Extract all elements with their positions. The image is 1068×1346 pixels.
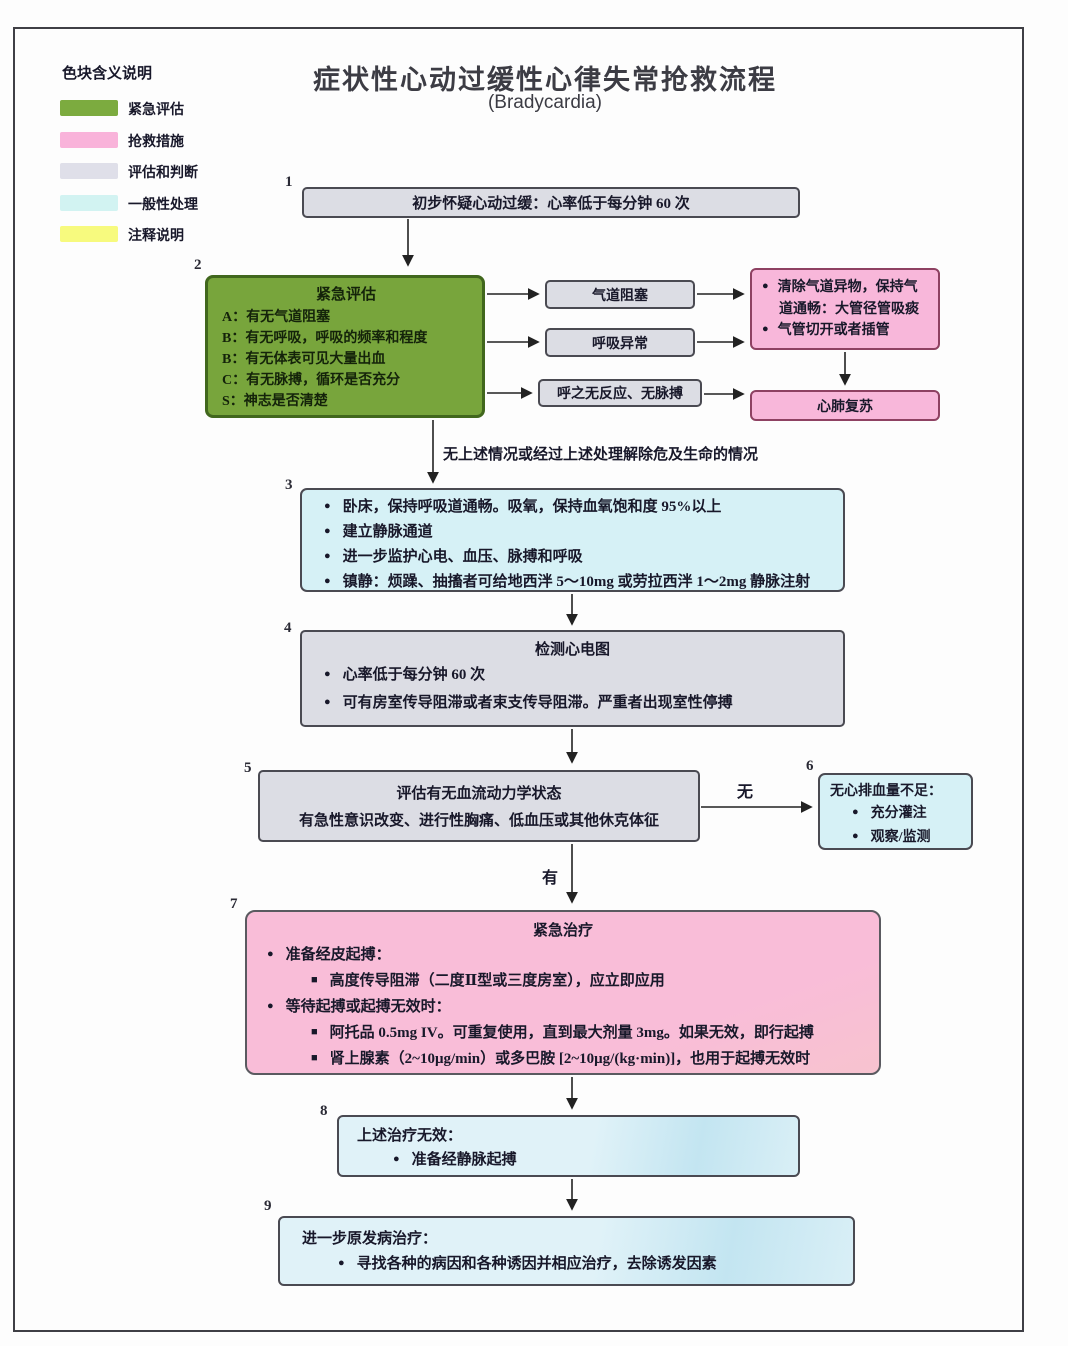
node-airway-obstruction: 气道阻塞 bbox=[545, 280, 695, 309]
abcs-line: C：有无脉搏，循环是否充分 bbox=[222, 373, 401, 388]
node-treatment-ineffective: 上述治疗无效： 准备经静脉起搏 bbox=[337, 1115, 800, 1177]
node-emergency-treatment: 紧急治疗 准备经皮起搏： 高度传导阻滞（二度Ⅱ型或三度房室），应立即应用 等待起… bbox=[245, 910, 881, 1075]
legend-title: 色块含义说明 bbox=[62, 66, 153, 82]
node-hemodynamic-assessment: 评估有无血流动力学状态 有急性意识改变、进行性胸痛、低血压或其他休克体征 bbox=[258, 770, 700, 842]
bullet-item: 建立静脉通道 bbox=[324, 520, 843, 545]
bullet-item: 清除气道异物，保持气道通畅：大管径管吸痰 bbox=[762, 277, 930, 320]
node-general-treatment: 卧床，保持呼吸道通畅。吸氧，保持血氧饱和度 95%以上 建立静脉通道 进一步监护… bbox=[300, 488, 845, 592]
abcs-line: A：有无气道阻塞 bbox=[222, 310, 331, 325]
node-clear-airway: 清除气道异物，保持气道通畅：大管径管吸痰 气管切开或者插管 bbox=[750, 268, 940, 350]
node-abnormal-breathing: 呼吸异常 bbox=[545, 328, 695, 357]
abcs-line: B：有无体表可见大量出血 bbox=[222, 352, 386, 367]
node-ecg-check: 检测心电图 心率低于每分钟 60 次 可有房室传导阻滞或者束支传导阻滞。严重者出… bbox=[300, 630, 845, 727]
abcs-line: S：神志是否清楚 bbox=[222, 394, 328, 409]
node-number-3: 3 bbox=[285, 477, 293, 493]
node-number-9: 9 bbox=[264, 1198, 272, 1214]
node-number-8: 8 bbox=[320, 1103, 328, 1119]
node-no-low-output: 无心排血量不足： 充分灌注 观察/监测 bbox=[818, 773, 973, 850]
legend-swatch-yellow bbox=[60, 226, 118, 242]
bullet-item: 观察/监测 bbox=[852, 826, 971, 850]
node-line: 有急性意识改变、进行性胸痛、低血压或其他休克体征 bbox=[298, 813, 659, 829]
legend-swatch-cyan bbox=[60, 195, 118, 211]
sub-bullet-item: 肾上腺素（2~10μg/min）或多巴胺 [2~10μg/(kg·min)]，也… bbox=[311, 1047, 879, 1073]
bullet-item: 寻找各种的病因和各种诱因并相应治疗，去除诱发因素 bbox=[338, 1252, 853, 1278]
legend-label: 注释说明 bbox=[128, 229, 184, 244]
page-title: 症状性心动过缓性心律失常抢救流程 bbox=[313, 65, 777, 95]
node-cpr: 心肺复苏 bbox=[750, 390, 940, 421]
bullet-item: 等待起搏或起搏无效时： bbox=[267, 995, 879, 1021]
bullet-item: 心率低于每分钟 60 次 bbox=[324, 662, 843, 690]
node-number-1: 1 bbox=[285, 174, 293, 190]
page-border bbox=[13, 27, 1024, 1332]
bullet-item: 准备经皮起搏： bbox=[267, 943, 879, 969]
node-primary-disease-treatment: 进一步原发病治疗： 寻找各种的病因和各种诱因并相应治疗，去除诱发因素 bbox=[278, 1216, 855, 1286]
node-title: 进一步原发病治疗： bbox=[302, 1231, 438, 1247]
legend-label: 评估和判断 bbox=[128, 166, 198, 181]
node-title: 紧急评估 bbox=[315, 287, 376, 303]
node-number-7: 7 bbox=[230, 896, 238, 912]
abcs-line: B：有无呼吸，呼吸的频率和程度 bbox=[222, 331, 428, 346]
page-subtitle: (Bradycardia) bbox=[487, 92, 603, 113]
legend-swatch-gray bbox=[60, 163, 118, 179]
node-no-response-no-pulse: 呼之无反应、无脉搏 bbox=[538, 379, 702, 407]
bullet-item: 进一步监护心电、血压、脉搏和呼吸 bbox=[324, 545, 843, 570]
node-title: 无心排血量不足： bbox=[830, 784, 942, 799]
bullet-item: 气管切开或者插管 bbox=[762, 320, 930, 342]
node-title: 上述治疗无效： bbox=[357, 1128, 463, 1144]
bullet-item: 充分灌注 bbox=[852, 802, 971, 826]
legend-swatch-pink bbox=[60, 132, 118, 148]
edge-label-yes: 有 bbox=[542, 870, 559, 887]
node-number-6: 6 bbox=[806, 758, 814, 774]
node-title: 紧急治疗 bbox=[532, 923, 593, 939]
node-initial-suspicion: 初步怀疑心动过缓：心率低于每分钟 60 次 bbox=[302, 187, 800, 218]
legend-swatch-green bbox=[60, 100, 118, 116]
node-title: 检测心电图 bbox=[534, 642, 610, 658]
edge-label-no: 无 bbox=[737, 784, 754, 801]
bullet-item: 镇静：烦躁、抽搐者可给地西泮 5～10mg 或劳拉西泮 1～2mg 静脉注射 bbox=[324, 570, 843, 595]
legend-label: 紧急评估 bbox=[128, 103, 184, 118]
node-number-2: 2 bbox=[194, 257, 202, 273]
node-number-4: 4 bbox=[284, 620, 292, 636]
sub-bullet-item: 阿托品 0.5mg IV。可重复使用，直到最大剂量 3mg。如果无效，即行起搏 bbox=[311, 1021, 879, 1047]
bullet-item: 可有房室传导阻滞或者束支传导阻滞。严重者出现室性停搏 bbox=[324, 690, 843, 718]
node-number-5: 5 bbox=[244, 760, 252, 776]
node-emergency-assessment: 紧急评估 A：有无气道阻塞 B：有无呼吸，呼吸的频率和程度 B：有无体表可见大量… bbox=[205, 275, 485, 418]
bullet-item: 卧床，保持呼吸道通畅。吸氧，保持血氧饱和度 95%以上 bbox=[324, 495, 843, 520]
edge-label-bridge: 无上述情况或经过上述处理解除危及生命的情况 bbox=[443, 447, 759, 463]
node-line: 评估有无血流动力学状态 bbox=[396, 786, 562, 802]
sub-bullet-item: 高度传导阻滞（二度Ⅱ型或三度房室），应立即应用 bbox=[311, 969, 879, 995]
bullet-item: 准备经静脉起搏 bbox=[393, 1148, 798, 1173]
legend-label: 抢救措施 bbox=[128, 135, 184, 150]
legend-label: 一般性处理 bbox=[128, 198, 198, 213]
